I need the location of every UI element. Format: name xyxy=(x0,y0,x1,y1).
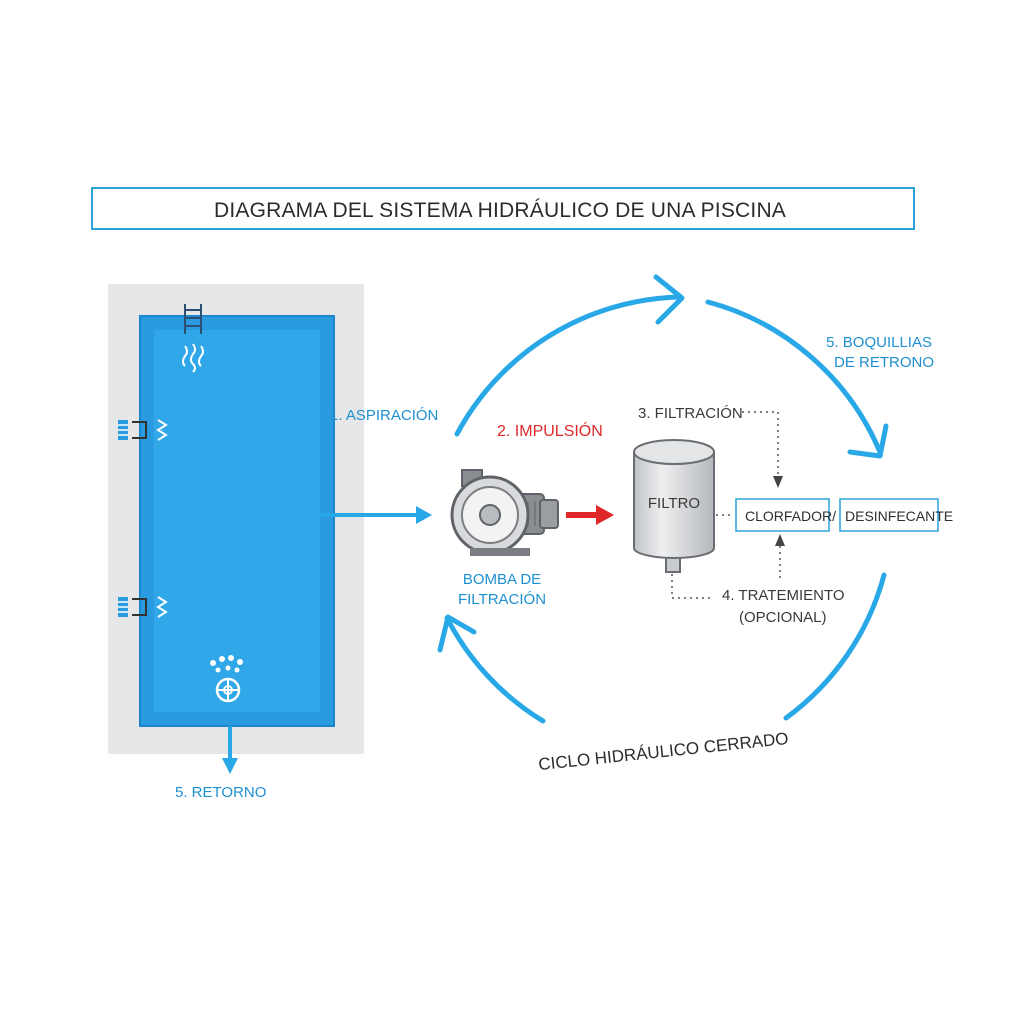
title-box: DIAGRAMA DEL SISTEMA HIDRÁULICO DE UNA P… xyxy=(91,187,915,230)
connector-arrowheads xyxy=(773,476,785,546)
skimmer-icon xyxy=(118,419,168,441)
cycle-arc-top xyxy=(454,294,683,437)
skimmer-icon xyxy=(118,596,168,618)
cycle-arc-lower-right xyxy=(783,572,887,721)
dotted-connectors xyxy=(671,411,781,599)
impulsion-arrow xyxy=(566,505,614,525)
diagram-title: DIAGRAMA DEL SISTEMA HIDRÁULICO DE UNA P… xyxy=(214,199,786,222)
filter-tank-icon: FILTRO xyxy=(633,439,715,573)
bomba-label-line1: BOMBA DE xyxy=(463,571,541,588)
water-inlet-icon xyxy=(182,343,204,373)
cycle-arrowheads xyxy=(437,274,889,653)
cycle-arrows xyxy=(444,294,887,724)
ciclo-label: CICLO HIDRÁULICO CERRADO xyxy=(537,729,789,774)
pump-icon xyxy=(450,469,559,556)
disinfectant-label: DESINFECANTE xyxy=(845,508,953,524)
drain-icon xyxy=(210,655,243,703)
suction-arrow xyxy=(318,506,432,524)
treatment-boxes: CLORFADOR/ DESINFECANTE xyxy=(735,498,953,532)
impulsion-label: 2. IMPULSIÓN xyxy=(497,421,603,440)
pool xyxy=(108,284,364,754)
cycle-arc-lower-left xyxy=(444,615,546,724)
return-arrow xyxy=(222,726,238,774)
boquillas-label-line2: DE RETRONO xyxy=(834,354,934,371)
aspiracion-label: 1. ASPIRACIÓN xyxy=(330,407,438,424)
ladder-icon xyxy=(184,304,202,334)
filtracion-label: 3. FILTRACIÓN xyxy=(638,405,743,422)
disinfectant-box xyxy=(839,498,939,532)
filter-label: FILTRO xyxy=(648,495,700,512)
bomba-label-line2: FILTRACIÓN xyxy=(458,591,546,608)
boquillas-label-line1: 5. BOQUILLIAS xyxy=(826,334,932,351)
tratamiento-label-line2: (OPCIONAL) xyxy=(739,609,827,626)
chlorinator-label: CLORFADOR/ xyxy=(745,508,836,524)
cycle-arc-right xyxy=(705,299,883,455)
chlorinator-box xyxy=(735,498,830,532)
retorno-label: 5. RETORNO xyxy=(175,784,266,801)
tratamiento-label-line1: 4. TRATEMIENTO xyxy=(722,587,845,604)
